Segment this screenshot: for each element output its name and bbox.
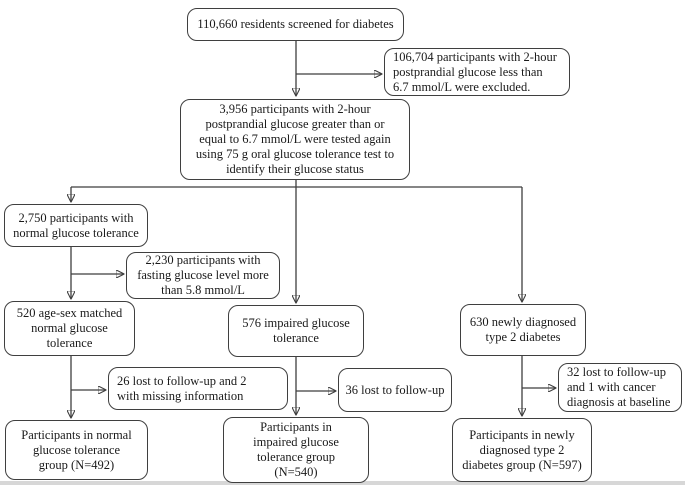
box-normal-glucose-2750: 2,750 participants with normal glucose t… xyxy=(4,204,148,247)
box-retested-ogtt: 3,956 participants with 2-hour postprand… xyxy=(180,99,410,180)
box-fasting-glucose-2230: 2,230 participants with fasting glucose … xyxy=(126,252,280,299)
box-impaired-glucose-576: 576 impaired glucose tolerance xyxy=(228,305,364,357)
box-lost-followup-26: 26 lost to follow-up and 2 with missing … xyxy=(108,367,288,410)
box-final-impaired-group: Participants in impaired glucose toleran… xyxy=(223,417,369,483)
box-lost-followup-36: 36 lost to follow-up xyxy=(338,368,452,412)
box-newly-diagnosed-630: 630 newly diagnosed type 2 diabetes xyxy=(460,304,586,356)
box-lost-followup-32: 32 lost to follow-up and 1 with cancer d… xyxy=(558,363,682,412)
box-residents-screened: 110,660 residents screened for diabetes xyxy=(187,8,404,41)
box-final-normal-group: Participants in normal glucose tolerance… xyxy=(5,420,148,480)
box-excluded-low-glucose: 106,704 participants with 2-hour postpra… xyxy=(384,48,570,96)
box-age-sex-matched-520: 520 age-sex matched normal glucose toler… xyxy=(4,301,135,356)
box-final-diabetes-group: Participants in newly diagnosed type 2 d… xyxy=(452,418,592,482)
figure-bottom-edge xyxy=(0,481,685,485)
